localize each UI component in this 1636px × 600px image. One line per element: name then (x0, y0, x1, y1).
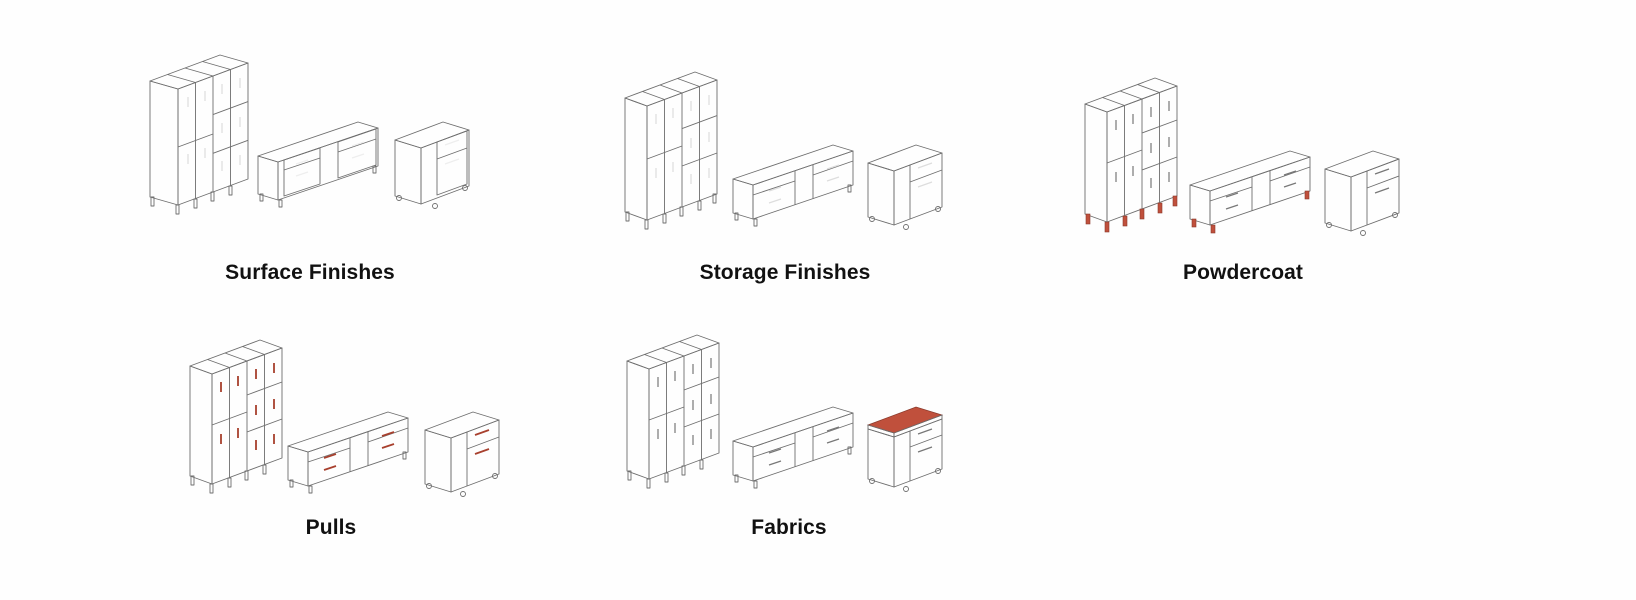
panel-label-surface-finishes: Surface Finishes (225, 261, 395, 284)
panel-surface-finishes (149, 50, 490, 220)
panel-label-fabrics: Fabrics (751, 516, 827, 539)
fabrics-illustration (626, 334, 944, 492)
panel-powdercoat (1084, 76, 1425, 246)
panel-storage-finishes (624, 70, 965, 240)
storage-finishes-illustration (624, 71, 943, 230)
panel-pulls (189, 339, 530, 510)
panel-label-pulls: Pulls (305, 516, 357, 539)
panel-label-powdercoat: Powdercoat (1182, 261, 1304, 284)
powdercoat-illustration (1084, 77, 1400, 236)
panel-fabrics (626, 333, 967, 503)
pulls-illustration (189, 339, 500, 497)
surface-finishes-illustration (149, 54, 470, 215)
panel-label-storage-finishes: Storage Finishes (699, 261, 871, 284)
